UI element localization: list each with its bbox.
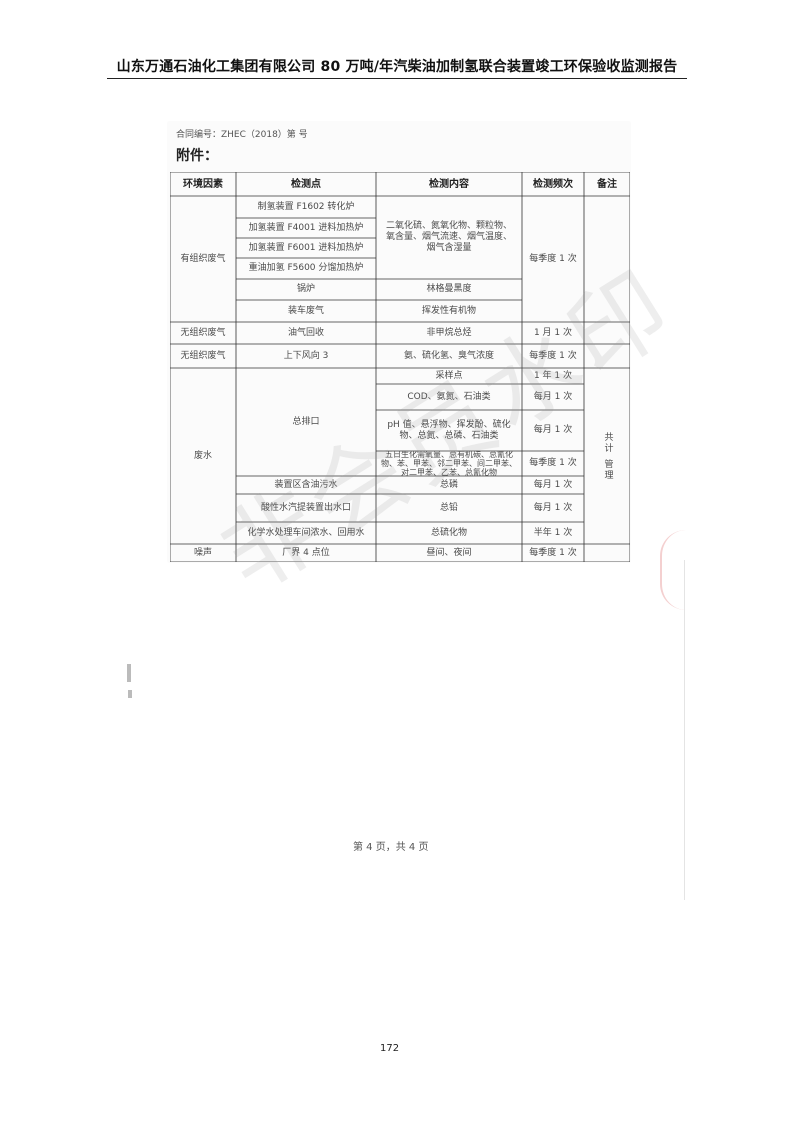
frequency-12: 每季度 1 次 (529, 547, 577, 558)
content-5: 氨、硫化氢、臭气浓度 (403, 350, 494, 361)
report-header-title: 山东万通石油化工集团有限公司 80 万吨/年汽柴油加制氢联合装置竣工环保验收监测… (116, 59, 678, 75)
col-header-point: 检测点 (291, 178, 321, 190)
point-1: 制氢装置 F1602 转化炉 (257, 201, 355, 212)
col-header-remark: 备注 (597, 178, 617, 190)
point-2: 加氢装置 F4001 进料加热炉 (248, 222, 364, 233)
seal-stamp-edge (660, 530, 686, 610)
point-4: 重油加氢 F5600 分馏加热炉 (248, 263, 364, 273)
frequency-3: 每季度 1 次 (529, 350, 577, 361)
point-6: 装车废气 (287, 305, 324, 316)
table-grid-lines (170, 172, 630, 562)
content-2: 林格曼黑度 (426, 284, 472, 294)
attachment-pager: 第 4 页，共 4 页 (353, 842, 429, 853)
point-5: 锅炉 (296, 284, 315, 294)
point-7: 油气回收 (287, 327, 324, 338)
col-header-frequency: 检测频次 (533, 178, 573, 190)
scan-edge-line (684, 560, 685, 900)
content-9: 五日生化需氧量、总有机碳、总氰化物、苯、甲苯、邻二甲苯、间二甲苯、对二甲苯、乙苯… (381, 451, 517, 476)
frequency-6: 每月 1 次 (533, 425, 573, 435)
point-14: 厂界 4 点位 (282, 547, 330, 558)
attachment-title: 附件： (176, 148, 218, 164)
frequency-7: 每季度 1 次 (529, 458, 577, 468)
content-1: 二氧化硫、氮氧化物、颗粒物、氧含量、烟气流速、烟气温度、烟气含湿量 (385, 221, 512, 253)
scanned-attachment (168, 122, 630, 562)
content-8: pH 值、悬浮物、挥发酚、硫化物、总氮、总磷、石油类 (387, 419, 511, 441)
content-7: COD、氨氮、石油类 (407, 391, 491, 402)
content-4: 非甲烷总烃 (426, 327, 472, 338)
col-header-content: 检测内容 (429, 178, 469, 190)
factor-ambient-gas: 无组织废气 (180, 350, 226, 361)
factor-noise: 噪声 (193, 547, 212, 558)
contract-number: 合同编号：ZHEC（2018）第 号 (176, 130, 308, 140)
factor-organized-gas: 有组织废气 (180, 253, 226, 264)
point-3: 加氢装置 F6001 进料加热炉 (248, 242, 364, 253)
point-8: 上下风向 3 (283, 350, 329, 361)
point-9: 总排口 (292, 416, 320, 427)
content-14: 昼间、夜间 (426, 547, 472, 558)
frequency-1: 每季度 1 次 (529, 253, 577, 264)
frequency-2: 1 月 1 次 (533, 327, 573, 338)
monitoring-table: 环境因素 检测点 检测内容 检测频次 备注 有组织废气 制氢装置 F1602 转… (170, 172, 630, 562)
factor-waste-water: 废水 (193, 450, 212, 461)
point-12: 化学水处理车间浓水、回用水 (247, 527, 365, 538)
col-header-env-factor: 环境因素 (183, 178, 223, 190)
remark-cell: 共计 管理 (602, 431, 613, 481)
scan-speck-2 (128, 690, 132, 698)
frequency-9: 每月 1 次 (533, 502, 573, 513)
content-11: 总铅 (439, 502, 458, 513)
content-3: 挥发性有机物 (421, 305, 476, 316)
point-11: 酸性水汽提装置出水口 (260, 502, 351, 513)
frequency-10: 半年 1 次 (533, 527, 573, 538)
content-12: 总硫化物 (430, 527, 467, 538)
frequency-4: 1 年 1 次 (533, 370, 573, 381)
frequency-8: 每月 1 次 (533, 479, 573, 490)
page-number: 172 (380, 1043, 400, 1054)
content-6: 采样点 (435, 370, 463, 381)
frequency-5: 每月 1 次 (533, 391, 573, 402)
point-10: 装置区含油污水 (274, 479, 338, 490)
header-divider (107, 78, 687, 79)
content-10: 总磷 (439, 479, 458, 490)
factor-unorganized-gas: 无组织废气 (180, 327, 226, 338)
scan-speck (127, 664, 131, 682)
